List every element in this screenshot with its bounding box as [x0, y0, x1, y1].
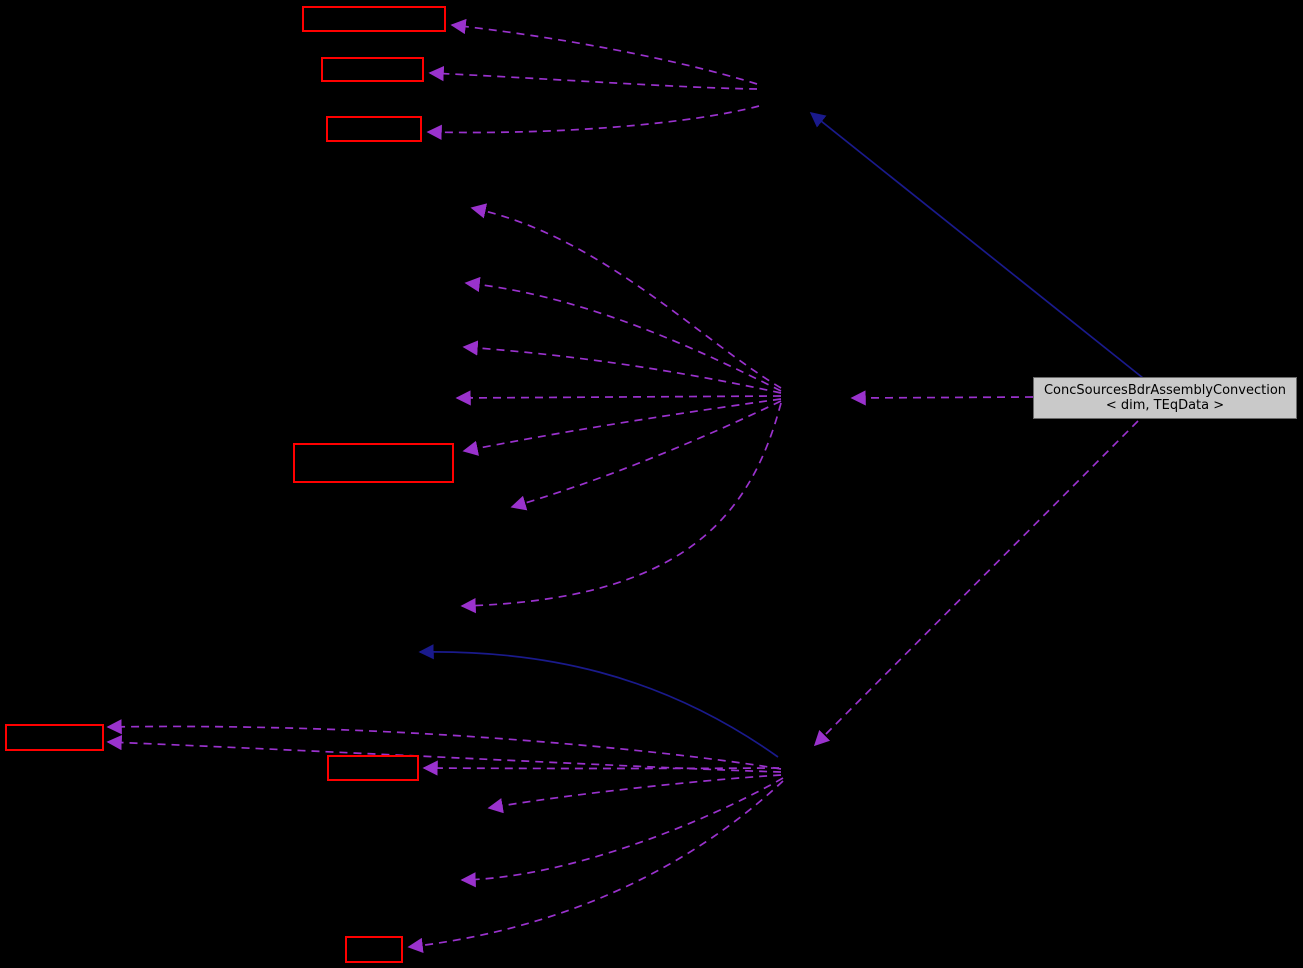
main-class-node: ConcSourcesBdrAssemblyConvection < dim, … [1033, 377, 1297, 419]
usage-edge-hub3-fan-5 [460, 777, 784, 888]
usage-edge-main-to-hub2 [850, 390, 1034, 406]
main-class-name: ConcSourcesBdrAssemblyConvection [1043, 383, 1287, 398]
inherit-edge-main-to-hub1 [809, 112, 1144, 379]
class-node-top-1[interactable] [302, 6, 446, 32]
usage-edge-hub3-to-node-bottom-left-a [106, 719, 782, 770]
usage-edge-hub2-fan-3 [462, 340, 782, 394]
usage-edge-hub2-fan-1 [470, 203, 782, 389]
usage-edge-hub2-to-node-middle [462, 398, 782, 456]
usage-edge-hub1-to-node-top-1 [450, 18, 758, 85]
usage-edge-hub3-to-node-bottom-left-b [106, 734, 782, 773]
class-node-bottom-left[interactable] [5, 724, 104, 751]
usage-edge-hub3-fan-4 [487, 774, 782, 814]
usage-edge-hub1-to-node-top-3 [426, 105, 760, 140]
usage-edge-hub2-fan-2 [464, 276, 782, 392]
class-node-middle[interactable] [293, 443, 454, 483]
class-node-bottom-small[interactable] [345, 936, 403, 963]
usage-edge-hub3-to-node-bottom-mid [422, 760, 780, 776]
usage-edge-main-to-hub3 [813, 420, 1139, 747]
usage-edge-hub1-to-node-top-2 [428, 65, 758, 90]
class-node-top-3[interactable] [326, 116, 422, 142]
inherit-edge-hub3-to-hidden-node [418, 644, 779, 758]
usage-edge-hub2-fan-6 [510, 400, 782, 511]
class-node-bottom-mid[interactable] [327, 755, 419, 781]
usage-edge-hub3-to-node-bottom-small [407, 780, 784, 954]
class-node-top-2[interactable] [321, 57, 424, 82]
usage-edge-hub2-fan-4 [455, 390, 782, 406]
usage-edge-hub2-fan-7 [460, 402, 782, 614]
main-class-template-params: < dim, TEqData > [1105, 398, 1225, 413]
